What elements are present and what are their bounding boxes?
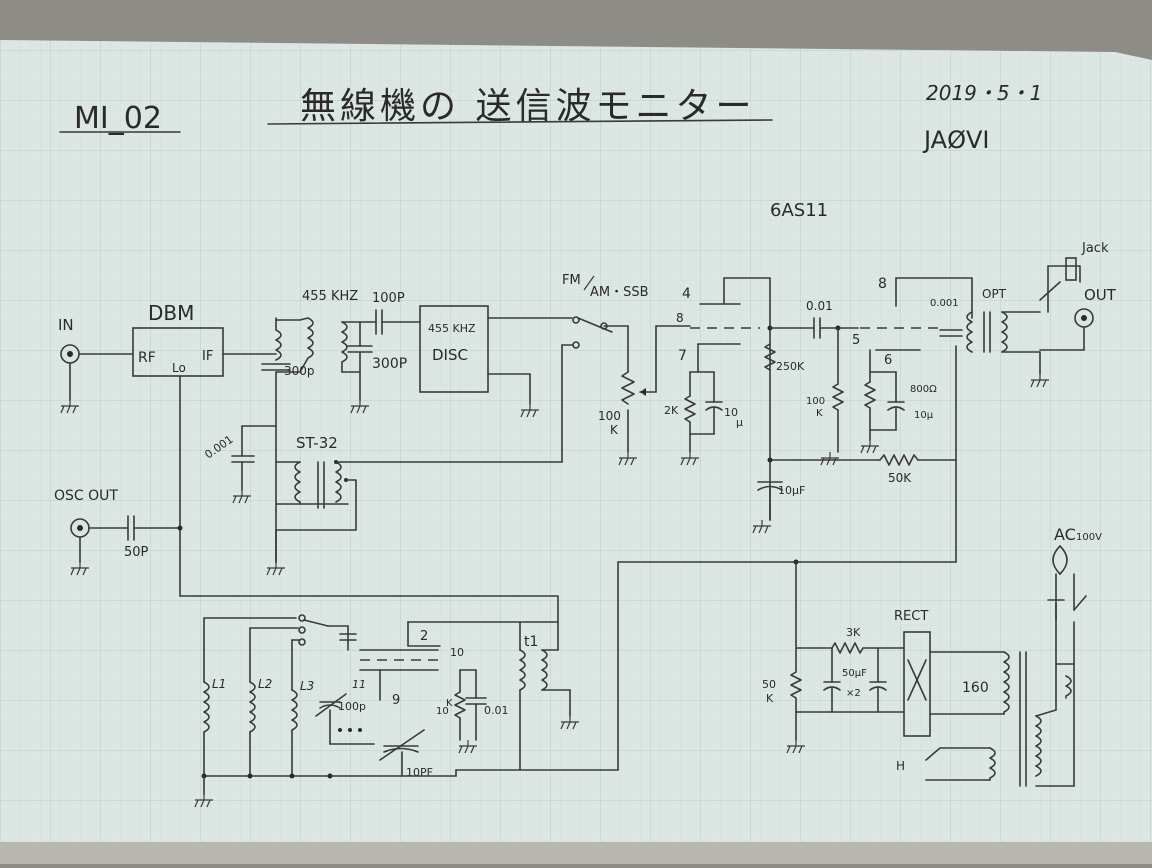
l2-label: L2 <box>258 677 272 691</box>
coupling-cap: 0.01 100 K 5 <box>769 299 860 466</box>
if-freq-label: 455 KHZ <box>302 289 358 304</box>
osc-out-label: OSC OUT <box>54 488 118 504</box>
r10k-label: 10 <box>436 706 449 717</box>
c0001-b-label: 0.001 <box>930 298 959 309</box>
l3-label: L3 <box>300 679 314 693</box>
st32-label: ST-32 <box>296 434 338 452</box>
pin9-label: 9 <box>392 693 400 708</box>
rect-label: RECT <box>894 609 928 624</box>
c50uf-label: 50μF <box>842 668 867 679</box>
mode-fm-label: FM <box>562 273 581 288</box>
bplus-filter: 50K 10μF <box>617 454 957 565</box>
c10uf-label: 10μF <box>778 484 805 497</box>
oscillator-section: L1 L2 L3 2 10 11 9 100p <box>194 561 619 808</box>
mode-am-label: AM・SSB <box>590 285 649 300</box>
pin11-label: 11 <box>352 678 366 691</box>
jack-label: Jack <box>1081 241 1109 256</box>
disc-label: DISC <box>432 346 468 364</box>
pot-unit-label: K <box>610 423 619 437</box>
r10k-unit: K <box>446 698 453 709</box>
t1-label: t1 <box>524 634 538 650</box>
c300p-a-label: 300p <box>284 364 315 378</box>
r50k-label: 50K <box>888 471 912 485</box>
r250k-label: 250K <box>776 360 805 373</box>
dbm-mixer: DBM RF Lo IF <box>132 301 224 377</box>
if-transformer: 300p <box>261 317 315 563</box>
dbm-label: DBM <box>148 301 194 325</box>
c10u-b-label: 10μ <box>914 410 934 421</box>
disc-input-tank: 300P <box>341 309 421 414</box>
callsign: JAØVI <box>922 126 989 154</box>
r50k-b-unit: K <box>766 692 774 705</box>
r50k-b-label: 50 <box>762 678 776 691</box>
r3k-label: 3K <box>846 626 861 639</box>
in-connector <box>60 344 134 414</box>
disc-freq-label: 455 KHZ <box>428 322 476 335</box>
plate-resistor-250k: 250K <box>764 343 805 373</box>
c100p-b-label: 100p <box>338 700 366 713</box>
dbm-lo-port: Lo <box>172 361 186 375</box>
output-transformer: OPT <box>939 287 1050 461</box>
c10u-a-label: 10 <box>724 406 738 419</box>
pin10-label: 10 <box>450 646 464 659</box>
pin5-label: 5 <box>852 333 860 348</box>
headphone-jack: Jack OUT <box>1039 241 1117 351</box>
r100k-b-label: 100 <box>806 396 825 407</box>
tube-type-label: 6AS11 <box>770 200 828 221</box>
c10pf-label: 10PF <box>406 766 433 779</box>
pin8b-label: 8 <box>878 276 887 292</box>
r800-label: 800Ω <box>910 384 937 395</box>
ac-voltage-label: 100V <box>1076 532 1102 543</box>
pin7-label: 7 <box>678 348 687 364</box>
h-label: H <box>896 759 905 773</box>
dbm-rf-port: RF <box>138 350 156 366</box>
v160-label: 160 <box>962 680 989 696</box>
l1-label: L1 <box>212 677 226 691</box>
volume-pot: 100 K <box>598 325 691 466</box>
osc-out-connector: OSC OUT 50P <box>54 488 183 576</box>
doc-date: 2019・5・1 <box>926 81 1042 105</box>
c001-b-label: 0.01 <box>484 704 509 717</box>
out-label: OUT <box>1084 286 1117 304</box>
mode-switch <box>561 316 629 463</box>
doc-id: MI_02 <box>74 101 162 136</box>
disc-block: 455 KHZ DISC <box>419 305 573 418</box>
c50p-label: 50P <box>124 545 149 560</box>
dbm-if-port: IF <box>202 349 213 364</box>
pin4-label: 4 <box>682 286 691 302</box>
in-label: IN <box>58 316 74 334</box>
pin2-label: 2 <box>420 629 428 644</box>
opt-label: OPT <box>982 287 1007 301</box>
c300p-b-label: 300P <box>372 356 407 372</box>
tube-section-2: 8 0.001 6 800Ω 10μ <box>860 276 973 454</box>
r100k-b-unit: K <box>816 408 823 419</box>
pin8a-label: 8 <box>676 311 684 325</box>
c10u-a-unit: μ <box>736 416 743 429</box>
pin6-label: 6 <box>884 353 892 368</box>
pot-value-label: 100 <box>598 409 621 423</box>
ac-label: AC <box>1054 525 1076 544</box>
power-supply: 50 K 3K 50μF ×2 RECT 160 H A <box>762 525 1102 787</box>
c001-a-label: 0.01 <box>806 299 833 313</box>
r2k-label: 2K <box>664 404 679 417</box>
c100p-label: 100P <box>372 291 405 306</box>
x2-label: ×2 <box>846 688 861 699</box>
